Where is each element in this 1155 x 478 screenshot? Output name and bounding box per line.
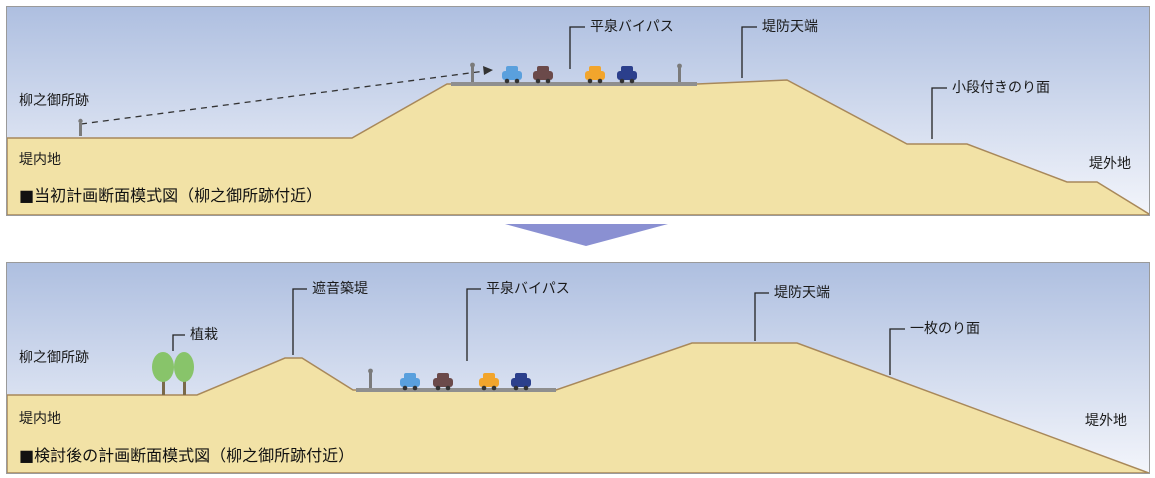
tree-icon (174, 352, 194, 395)
label-kodan-slope: 小段付きのり面 (952, 80, 1050, 96)
person-icon (368, 368, 373, 388)
label-single-slope: 一枚のり面 (910, 321, 980, 337)
label-noise-bank: 遮音築堤 (312, 281, 368, 297)
car-icon (511, 373, 531, 391)
leader-line-noise-bank (292, 288, 307, 355)
car-icon (585, 66, 605, 84)
initial-plan-panel: 平泉バイパス 堤防天端 小段付きのり面 柳之御所跡 堤内地 堤外地 ■当初計画断… (6, 6, 1150, 216)
label-teigai: 堤外地 (1085, 413, 1127, 429)
leader-line-crest (741, 26, 757, 78)
leader-line-crest (754, 292, 769, 341)
embankment-ground (7, 79, 1149, 215)
leader-line-planting (172, 334, 185, 351)
person-icon (677, 63, 682, 82)
car-icon (400, 373, 420, 391)
initial-plan-diagram (7, 7, 1149, 215)
label-planting: 植栽 (190, 327, 218, 343)
car-icon (479, 373, 499, 391)
revised-plan-panel: 植栽 遮音築堤 平泉バイパス 堤防天端 一枚のり面 柳之御所跡 堤内地 堤外地 … (6, 262, 1150, 474)
leader-line-slope (889, 328, 905, 375)
car-icon (617, 66, 637, 84)
caption-initial-plan: ■当初計画断面模式図（柳之御所跡付近） (19, 186, 323, 205)
label-teinai: 堤内地 (19, 411, 61, 427)
sight-arrow-head (483, 66, 493, 75)
road-surface (451, 82, 697, 86)
label-yanagi: 柳之御所跡 (19, 350, 89, 366)
leader-line-kodan (931, 87, 947, 139)
down-arrow-icon (505, 224, 668, 246)
label-bypass: 平泉バイパス (486, 281, 570, 297)
car-icon (433, 373, 453, 391)
revised-plan-diagram (7, 263, 1149, 473)
car-icon (502, 66, 522, 84)
tree-icon (152, 352, 174, 395)
label-bypass: 平泉バイパス (590, 19, 674, 35)
label-crest: 堤防天端 (774, 285, 830, 301)
label-teinai: 堤内地 (19, 152, 61, 168)
leader-line-bypass (466, 288, 481, 361)
label-yanagi: 柳之御所跡 (19, 93, 89, 109)
label-crest: 堤防天端 (762, 19, 818, 35)
leader-line-bypass (569, 26, 585, 69)
label-teigai: 堤外地 (1089, 156, 1131, 172)
sight-line (80, 70, 486, 125)
car-icon (533, 66, 553, 84)
person-icon (470, 62, 475, 82)
person-icon (78, 118, 83, 136)
road-surface (356, 388, 556, 392)
caption-revised-plan: ■検討後の計画断面模式図（柳之御所跡付近） (19, 446, 355, 465)
